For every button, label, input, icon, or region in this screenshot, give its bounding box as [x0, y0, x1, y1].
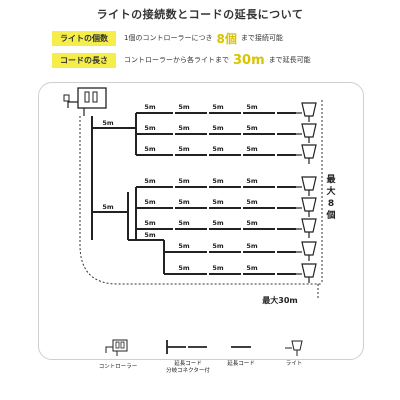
max-lights-label-char: 8: [328, 199, 334, 209]
segment-length-label: 5m: [246, 219, 258, 227]
segment-length-label: 5m: [144, 124, 156, 132]
segment-length-label: 5m: [102, 203, 114, 211]
segment-length-label: 5m: [212, 177, 224, 185]
light-icon: [296, 197, 317, 217]
segment-length-label: 5m: [246, 242, 258, 250]
cord-max-highlight: 30m: [233, 52, 265, 68]
page-title: ライトの接続数とコードの延長について: [96, 8, 304, 21]
segment-length-label: 5m: [246, 124, 258, 132]
segment-length-label: 5m: [212, 198, 224, 206]
segment-length-label: 5m: [102, 119, 114, 127]
segment-length-label: 5m: [212, 103, 224, 111]
lights-max-highlight: 8個: [216, 31, 237, 46]
segment-length-label: 5m: [178, 103, 190, 111]
segment-length-label: 5m: [178, 198, 190, 206]
segment-length-label: 5m: [212, 242, 224, 250]
legend-extension-splitter-label-1: 延長コード: [174, 359, 202, 367]
segment-length-label: 5m: [178, 124, 190, 132]
segment-length-label: 5m: [178, 242, 190, 250]
max-length-dotted-line: [79, 116, 322, 285]
max-length-label: 最大30m: [262, 295, 297, 305]
legend-controller-label: コントローラー: [99, 363, 138, 370]
segment-length-label: 5m: [212, 124, 224, 132]
segment-length-label: 5m: [246, 145, 258, 153]
light-icon: [296, 123, 317, 143]
light-group: [296, 102, 317, 283]
legend-light-label: ライト: [286, 360, 303, 367]
legend: コントローラー 延長コード 分岐コネクター付 延長コード ライト: [99, 339, 303, 374]
lights-count-badge: ライトの個数: [52, 30, 116, 46]
max-lights-label-char: 最: [326, 173, 336, 185]
legend-light-icon: [285, 340, 303, 356]
segment-length-label: 5m: [178, 145, 190, 153]
segment-length-label: 5m: [246, 103, 258, 111]
legend-extension-splitter-icon: [166, 340, 207, 354]
segment-label-group: 5m 5m 5m 5m 5m 5m 5m 5m 5m 5m 5m 5m 5m 5m 5m 5m 5m 5m 5m 5m…: [102, 103, 258, 272]
segment-length-label: 5m: [178, 177, 190, 185]
light-icon: [296, 102, 317, 122]
legend-extension-splitter-label-2: 分岐コネクター付: [166, 366, 210, 374]
segment-length-label: 5m: [144, 177, 156, 185]
max-lights-label-char: 個: [325, 209, 335, 221]
segment-length-label: 5m: [144, 231, 156, 239]
cord-info-after: まで延長可能: [268, 56, 311, 64]
segment-length-label: 5m: [144, 103, 156, 111]
lights-info-row: ライトの個数 1個のコントローラーにつき 8個 まで接続可能: [52, 30, 283, 46]
segment-length-label: 5m: [144, 219, 156, 227]
lights-info-before: 1個のコントローラーにつき: [124, 34, 213, 42]
max-lights-label-char: 大: [326, 185, 335, 197]
segment-length-label: 5m: [212, 145, 224, 153]
segment-length-label: 5m: [246, 264, 258, 272]
cord-info-before: コントローラーから各ライトまで: [124, 56, 229, 64]
segment-length-label: 5m: [212, 264, 224, 272]
segment-length-label: 5m: [144, 198, 156, 206]
segment-length-label: 5m: [212, 219, 224, 227]
segment-length-label: 5m: [178, 264, 190, 272]
light-icon: [296, 263, 317, 283]
cord-length-badge: コードの長さ: [52, 52, 116, 68]
light-icon: [296, 218, 317, 238]
lights-info-after: まで接続可能: [240, 34, 283, 42]
segment-length-label: 5m: [246, 198, 258, 206]
wire-group: [91, 112, 296, 275]
cord-info-text: コントローラーから各ライトまで 30m まで延長可能: [124, 53, 311, 68]
segment-length-label: 5m: [246, 177, 258, 185]
lights-info-text: 1個のコントローラーにつき 8個 まで接続可能: [124, 30, 283, 47]
legend-extension-cord-label: 延長コード: [227, 359, 255, 367]
legend-controller-icon: [105, 339, 128, 356]
controller-icon: [63, 87, 107, 116]
light-icon: [296, 241, 317, 261]
light-icon: [296, 176, 317, 196]
segment-length-label: 5m: [178, 219, 190, 227]
segment-length-label: 5m: [144, 145, 156, 153]
cord-info-row: コードの長さ コントローラーから各ライトまで 30m まで延長可能: [52, 52, 311, 68]
light-icon: [296, 144, 317, 164]
